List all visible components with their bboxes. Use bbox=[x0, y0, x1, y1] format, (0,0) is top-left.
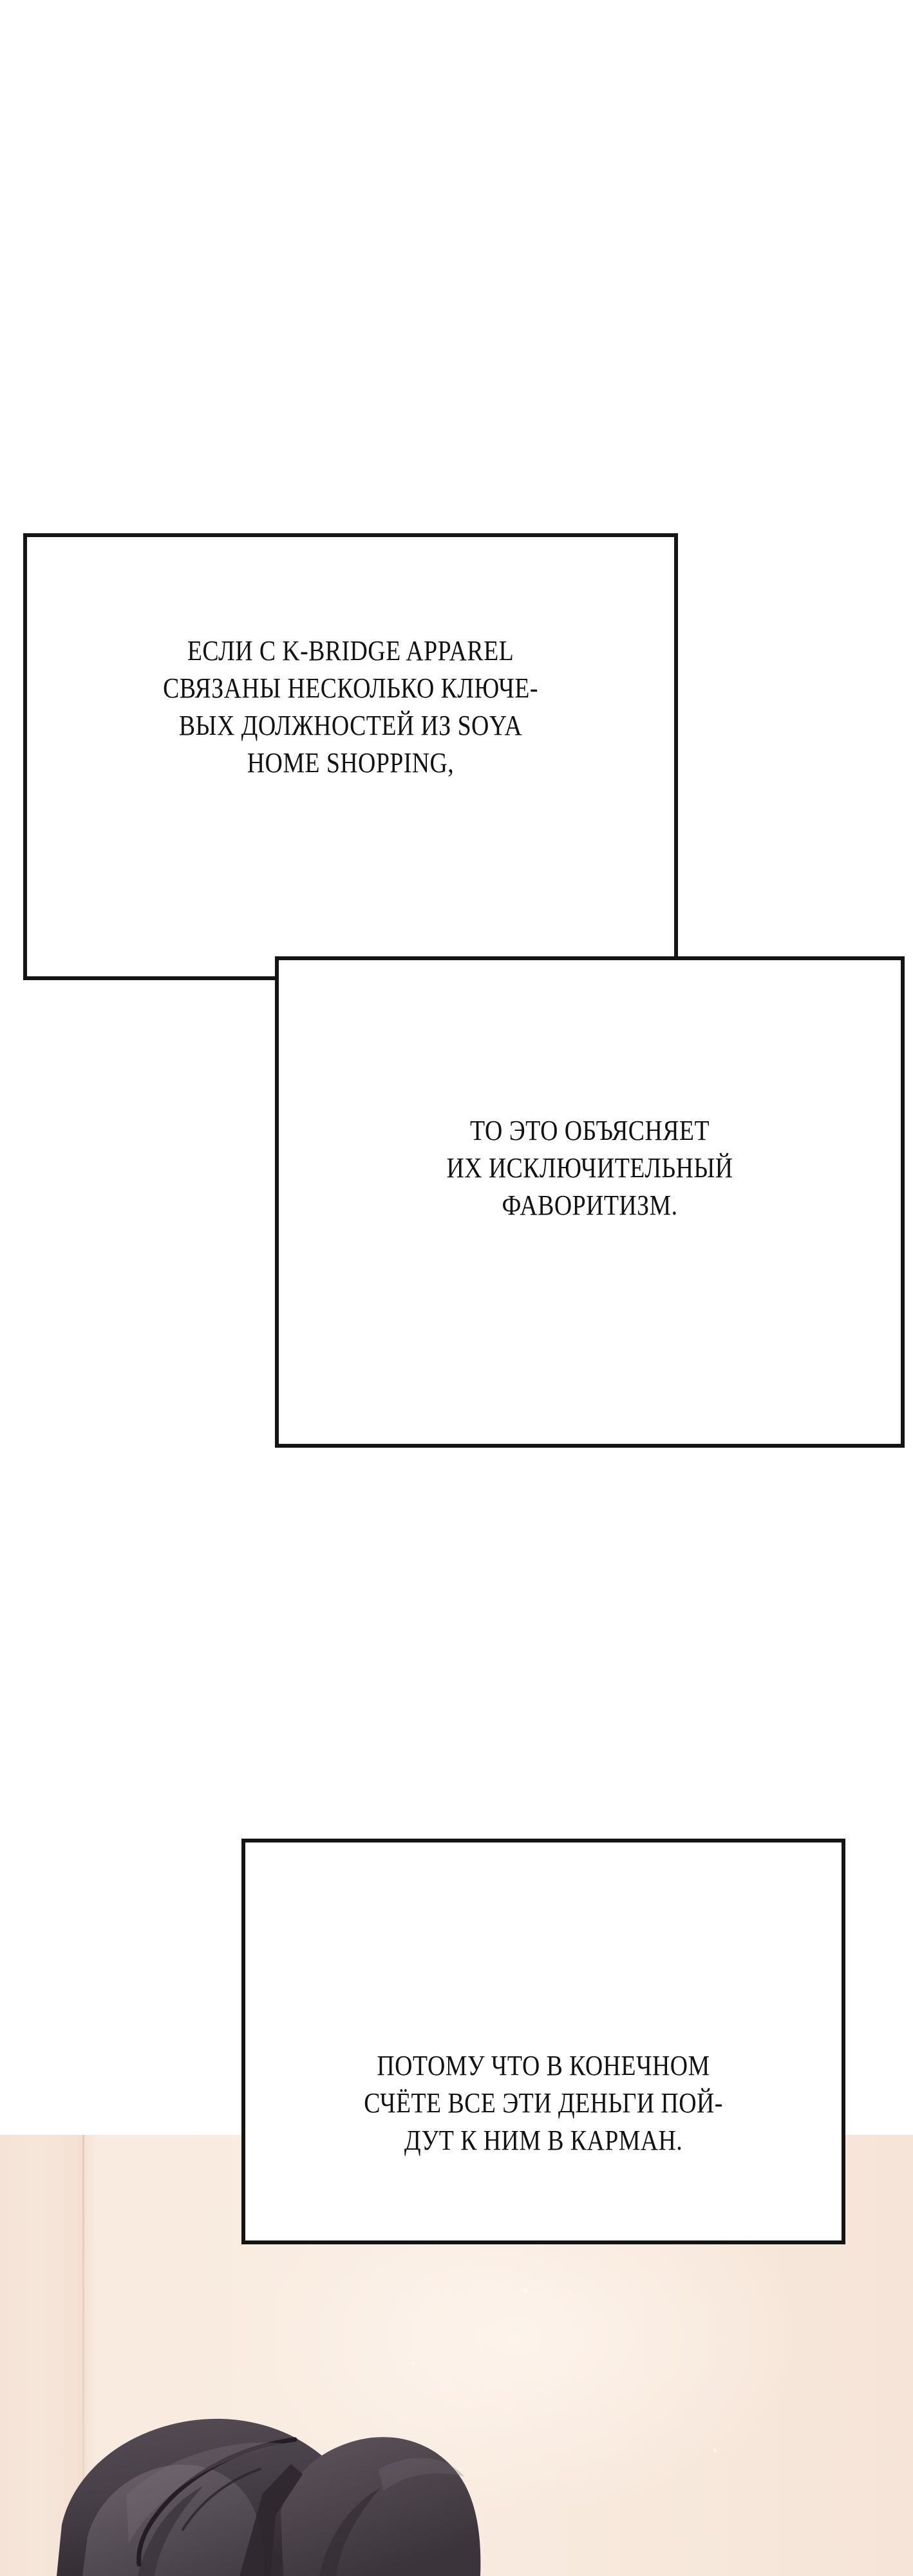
dialogue-panel-2: ТО ЭТО ОБЪЯСНЯЕТ ИХ ИСКЛЮЧИТЕЛЬНЫЙ ФАВОР… bbox=[275, 956, 905, 1448]
hair-stray-strand bbox=[182, 2468, 261, 2531]
hair-strand-shadow bbox=[319, 2487, 381, 2576]
gutter-notch bbox=[279, 960, 674, 984]
hair-right-lobe bbox=[281, 2437, 481, 2576]
hair-highlight bbox=[379, 2458, 465, 2491]
hair-strand-shadow bbox=[138, 2486, 203, 2576]
dialogue-panel-3: ПОТОМУ ЧТО В КОНЕЧНОМ СЧЁТЕ ВСЕ ЭТИ ДЕНЬ… bbox=[241, 1839, 845, 2244]
dialogue-panel-1: ЕСЛИ С K-BRIDGE APPAREL СВЯЗАНЫ НЕСКОЛЬК… bbox=[23, 533, 678, 980]
panel-2-dialogue-text: ТО ЭТО ОБЪЯСНЯЕТ ИХ ИСКЛЮЧИТЕЛЬНЫЙ ФАВОР… bbox=[446, 1115, 733, 1221]
light-speck bbox=[523, 2288, 527, 2293]
wall-seam bbox=[82, 2135, 84, 2576]
hair-highlight bbox=[126, 2442, 283, 2544]
panel-3-dialogue-text: ПОТОМУ ЧТО В КОНЕЧНОМ СЧЁТЕ ВСЕ ЭТИ ДЕНЬ… bbox=[364, 2050, 723, 2156]
light-speck bbox=[412, 2362, 415, 2364]
hair-stray-strand bbox=[136, 2437, 297, 2567]
character-head-top bbox=[0, 2331, 913, 2576]
panel-1-dialogue-text: ЕСЛИ С K-BRIDGE APPAREL СВЯЗАНЫ НЕСКОЛЬК… bbox=[163, 635, 538, 779]
hair-illustration bbox=[57, 2418, 481, 2576]
light-speck bbox=[713, 2449, 717, 2452]
hair-parting-shadow bbox=[240, 2464, 303, 2576]
